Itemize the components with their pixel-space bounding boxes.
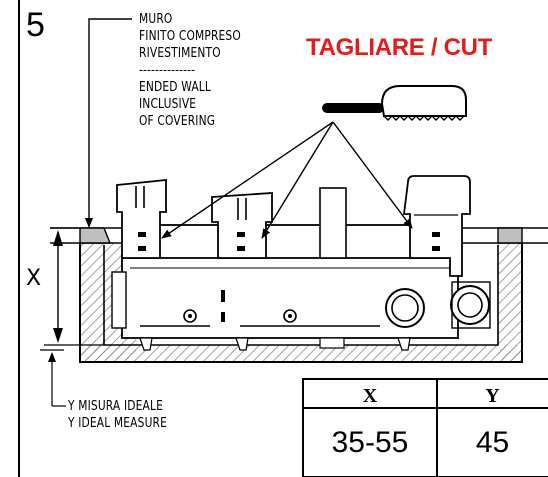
protection-cap-left (116, 179, 167, 259)
measure-table (302, 378, 548, 477)
cut-title: TAGLIARE / CUT (306, 34, 493, 61)
saw-icon (322, 85, 467, 121)
wall-note: MURO FINITO COMPRESO RIVESTIMENTO ------… (139, 12, 241, 129)
mixer-body-box (111, 187, 491, 351)
table-header-y: Y (485, 385, 500, 407)
step-number: 5 (26, 6, 45, 44)
dimension-y-leader (40, 349, 66, 407)
dimension-x-label: X (26, 266, 42, 291)
table-header-x: X (362, 385, 378, 407)
protection-cap-middle (211, 192, 273, 259)
table-value-x: 35-55 (331, 426, 409, 459)
table-value-y: 45 (475, 426, 510, 459)
wall-section (50, 227, 548, 363)
arrow-icon (161, 121, 413, 239)
protection-cap-right (402, 175, 471, 277)
y-measure-note: Y MISURA IDEALE Y IDEAL MEASURE (68, 399, 168, 431)
dimension-x (44, 227, 104, 346)
wall-leader-line (85, 18, 132, 228)
